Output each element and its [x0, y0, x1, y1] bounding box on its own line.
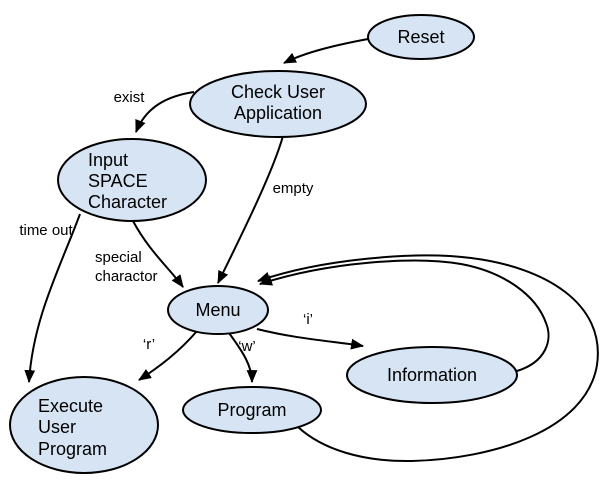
- edge-label-special: special: [95, 249, 142, 266]
- check-user-application-ellipse: [189, 70, 367, 138]
- check-user-application-label-line1: Check User: [231, 82, 325, 102]
- node-information: Information: [346, 346, 518, 404]
- program-label: Program: [217, 400, 286, 420]
- edge-check-to-menu: [217, 135, 284, 284]
- edges: [24, 38, 599, 463]
- node-program: Program: [182, 386, 322, 434]
- edge-menu-to-program: [228, 332, 258, 384]
- edge-label-empty: empty: [273, 180, 314, 197]
- input-space-character-label-line3: Character: [88, 192, 167, 212]
- edge-labels: exist empty time out special charactor ‘…: [19, 89, 314, 355]
- edge-information-to-menu: [258, 259, 550, 372]
- information-ellipse: [346, 346, 518, 404]
- edge-program-to-menu: [256, 254, 599, 463]
- edge-menu-to-execute: [138, 330, 198, 381]
- input-space-character-label-line2: SPACE: [88, 171, 148, 191]
- execute-user-program-ellipse: [9, 376, 159, 474]
- node-input-space-character: Input SPACE Character: [57, 138, 207, 222]
- edge-label-i: ‘i’: [303, 311, 313, 328]
- program-ellipse: [182, 386, 322, 434]
- menu-ellipse: [167, 285, 269, 335]
- node-menu: Menu: [167, 285, 269, 335]
- edge-label-w: ‘w’: [238, 338, 256, 355]
- node-check-user-application: Check User Application: [189, 70, 367, 138]
- check-user-application-label-line2: Application: [234, 103, 322, 123]
- execute-user-program-label-line2: User: [38, 417, 76, 437]
- input-space-character-label-line1: Input: [88, 150, 128, 170]
- execute-user-program-label-line3: Program: [38, 439, 107, 459]
- menu-label: Menu: [195, 300, 240, 320]
- edge-label-exist: exist: [114, 89, 146, 106]
- edge-label-charactor: charactor: [95, 268, 158, 285]
- edge-input-to-menu: [132, 220, 184, 288]
- edge-reset-to-check: [283, 38, 369, 64]
- input-space-character-ellipse: [57, 138, 207, 222]
- node-execute-user-program: Execute User Program: [9, 376, 159, 474]
- edge-menu-to-information: [256, 328, 365, 350]
- edge-check-to-input: [135, 91, 195, 134]
- reset-label: Reset: [397, 27, 444, 47]
- information-label: Information: [387, 365, 477, 385]
- execute-user-program-label-line1: Execute: [38, 396, 103, 416]
- edge-label-time-out: time out: [19, 222, 73, 239]
- edge-input-to-execute: [24, 213, 81, 384]
- node-reset: Reset: [367, 14, 475, 60]
- reset-ellipse: [367, 14, 475, 60]
- edge-label-r: ‘r’: [143, 336, 155, 353]
